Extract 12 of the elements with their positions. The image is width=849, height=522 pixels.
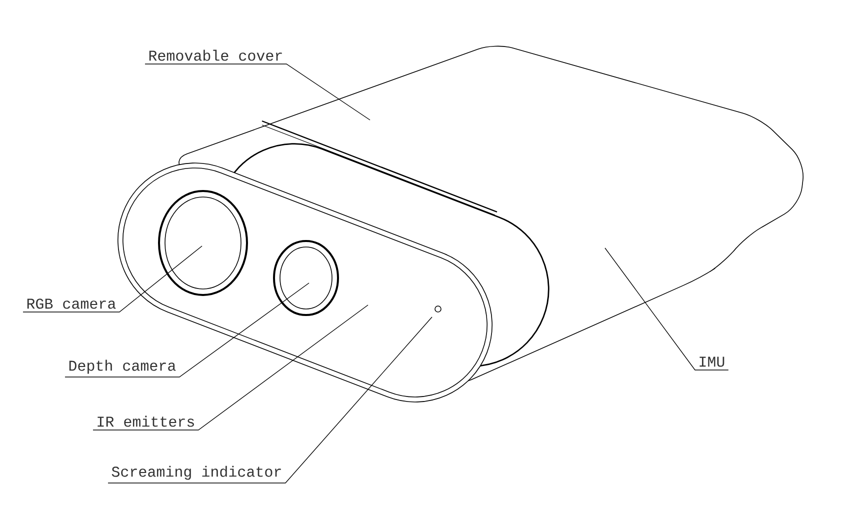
leader-line — [92, 304, 368, 430]
leader-line — [22, 246, 202, 312]
leader-line — [604, 248, 729, 370]
leader-line — [64, 282, 310, 378]
leader-line — [108, 316, 432, 484]
part-label: Screaming indicator — [112, 466, 281, 480]
part-label: Removable cover — [149, 50, 282, 61]
leader-line — [144, 64, 370, 120]
part-label: Depth camera — [69, 360, 176, 374]
part-label: RGB camera — [27, 298, 116, 309]
part-label: IR emitters — [98, 416, 194, 427]
part-label: IMU — [700, 356, 724, 367]
